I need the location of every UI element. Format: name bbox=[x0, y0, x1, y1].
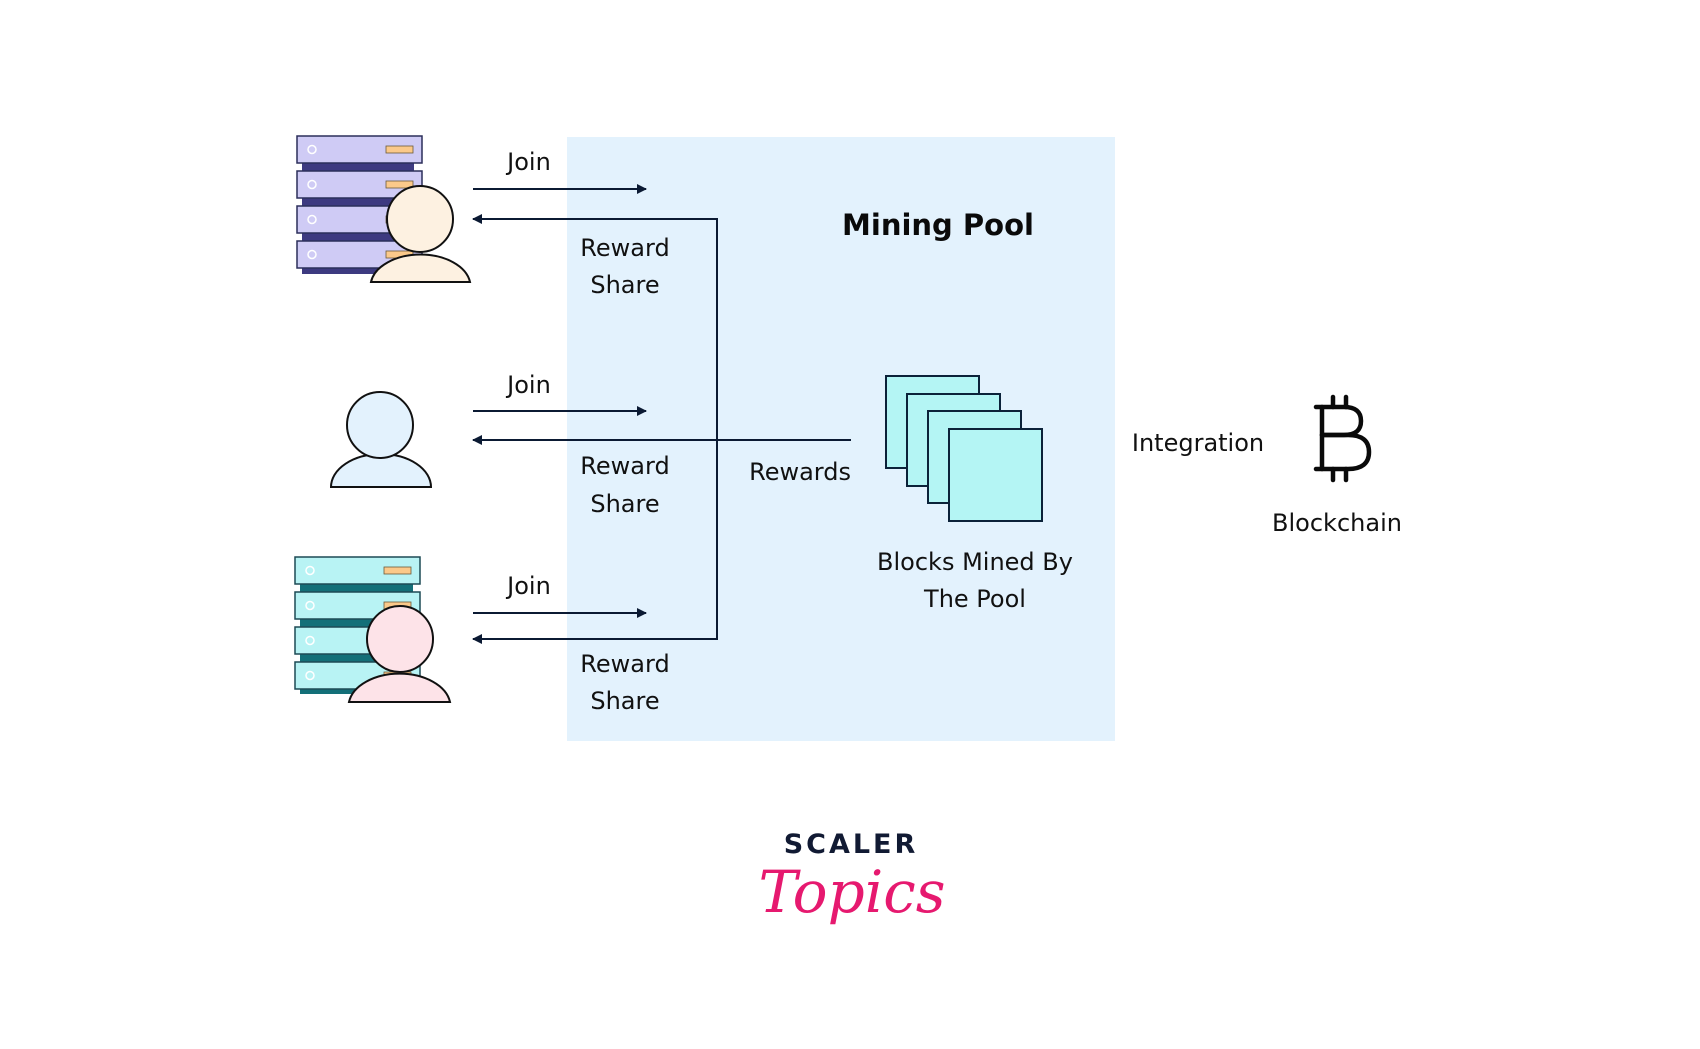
reward-label: Reward bbox=[580, 452, 669, 480]
user-icon bbox=[369, 185, 472, 283]
join-label: Join bbox=[505, 371, 551, 399]
reward-label: Reward bbox=[580, 234, 669, 262]
logo-scaler-text: SCALER bbox=[784, 829, 919, 860]
reward-label: Reward bbox=[580, 650, 669, 678]
stacked-blocks-icon bbox=[885, 375, 1043, 522]
blocks-label-line2: The Pool bbox=[923, 585, 1026, 613]
blocks-label: Blocks Mined By bbox=[877, 548, 1073, 576]
blockchain-label: Blockchain bbox=[1272, 509, 1402, 537]
rewards-label: Rewards bbox=[749, 458, 851, 486]
user-icon bbox=[329, 391, 433, 488]
join-label: Join bbox=[505, 572, 551, 600]
share-label: Share bbox=[590, 687, 659, 715]
server-user-icon bbox=[294, 556, 452, 703]
scaler-topics-logo: SCALER Topics bbox=[758, 829, 945, 926]
join-label: Join bbox=[505, 148, 551, 176]
share-label: Share bbox=[590, 271, 659, 299]
mining-pool-title: Mining Pool bbox=[842, 208, 1034, 242]
bitcoin-icon bbox=[1313, 394, 1372, 483]
integration-label: Integration bbox=[1132, 429, 1264, 457]
share-label: Share bbox=[590, 490, 659, 518]
logo-topics-text: Topics bbox=[758, 858, 945, 926]
user-icon bbox=[347, 605, 452, 703]
server-user-icon bbox=[296, 135, 472, 283]
